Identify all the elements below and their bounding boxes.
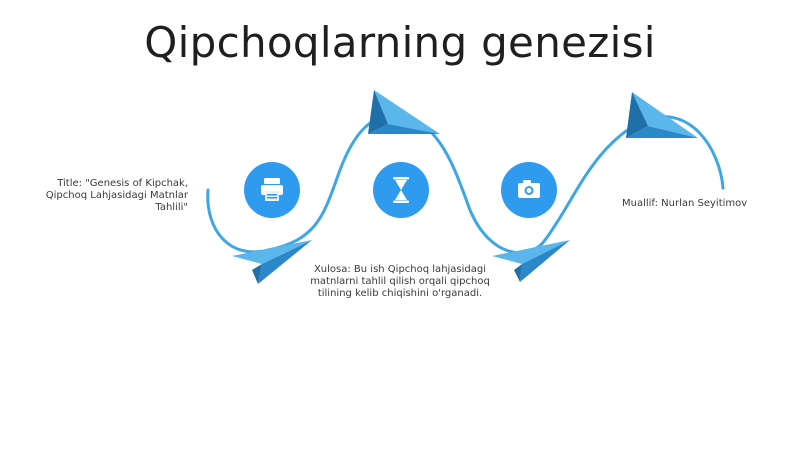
caption-author: Muallif: Nurlan Seyitimov [622,198,748,209]
printer-circle [244,162,300,218]
paper-plane-icon [232,240,312,284]
slide-title: Qipchoqlarning genezisi [144,18,656,67]
camera-icon [518,180,540,198]
paper-plane-icon [368,90,440,134]
printer-icon [261,178,283,201]
paper-plane-icon [626,92,698,138]
camera-circle [501,162,557,218]
caption-conclusion: Xulosa: Bu ish Qipchoq lahjasidagi matnl… [310,264,490,299]
paper-plane-icon [492,240,570,282]
hourglass-circle [373,162,429,218]
caption-title: Title: "Genesis of Kipchak, Qipchoq Lahj… [45,178,188,213]
hourglass-icon [393,177,409,203]
